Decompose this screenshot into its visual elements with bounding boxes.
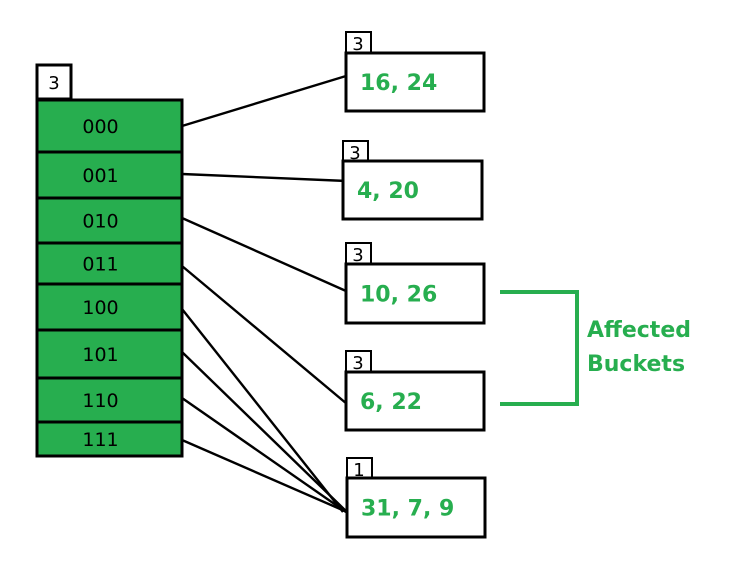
bucket-box [345,476,487,539]
bucket-keys: 10, 26 [360,283,437,308]
local-depth: 3 [352,34,363,55]
local-depth: 3 [349,143,360,164]
directory-cell-label: 100 [82,297,118,319]
buckets: 3 16, 24 3 4, 20 3 10, 26 3 6, 22 1 31, 7, 9 [341,31,487,539]
directory-cell [35,196,184,245]
annotation-line-1: Affected [587,318,691,343]
local-depth: 3 [352,353,363,374]
directory-cell-label: 110 [82,390,118,412]
bucket-box [344,51,486,113]
directory: 3 000 001 010 011 100 101 110 111 [35,63,184,458]
bucket-box [344,262,486,325]
directory-cell-label: 111 [82,429,118,451]
pointer-line [181,397,347,513]
directory-cell [35,376,184,424]
directory-cell-label: 011 [82,254,118,276]
bucket-box [344,370,486,432]
bucket-keys: 6, 22 [360,390,422,415]
directory-cell-label: 010 [82,211,118,233]
directory-cell [35,282,184,332]
directory-cell-label: 000 [82,116,118,138]
pointer-line [181,74,347,128]
bucket-keys: 4, 20 [357,179,419,204]
pointer-line [181,172,348,183]
pointer-line [181,265,348,405]
local-depth: 3 [352,245,363,266]
bucket-keys: 31, 7, 9 [361,497,454,522]
pointer-line [181,308,344,513]
pointer-line [181,351,348,513]
directory-cell-label: 101 [82,344,118,366]
pointer-lines [181,74,348,514]
pointer-line [181,216,347,293]
global-depth: 3 [48,73,59,94]
bracket [500,290,579,406]
bucket-box [341,159,484,221]
pointer-line [181,438,348,514]
directory-entries: 000 001 010 011 100 101 110 111 [35,98,184,458]
directory-cell-label: 001 [82,165,118,187]
local-depth: 1 [353,460,364,481]
annotation-line-2: Buckets [587,352,685,377]
directory-cell [35,420,184,458]
affected-buckets-annotation: Affected Buckets [500,290,691,406]
bucket-keys: 16, 24 [360,71,437,96]
